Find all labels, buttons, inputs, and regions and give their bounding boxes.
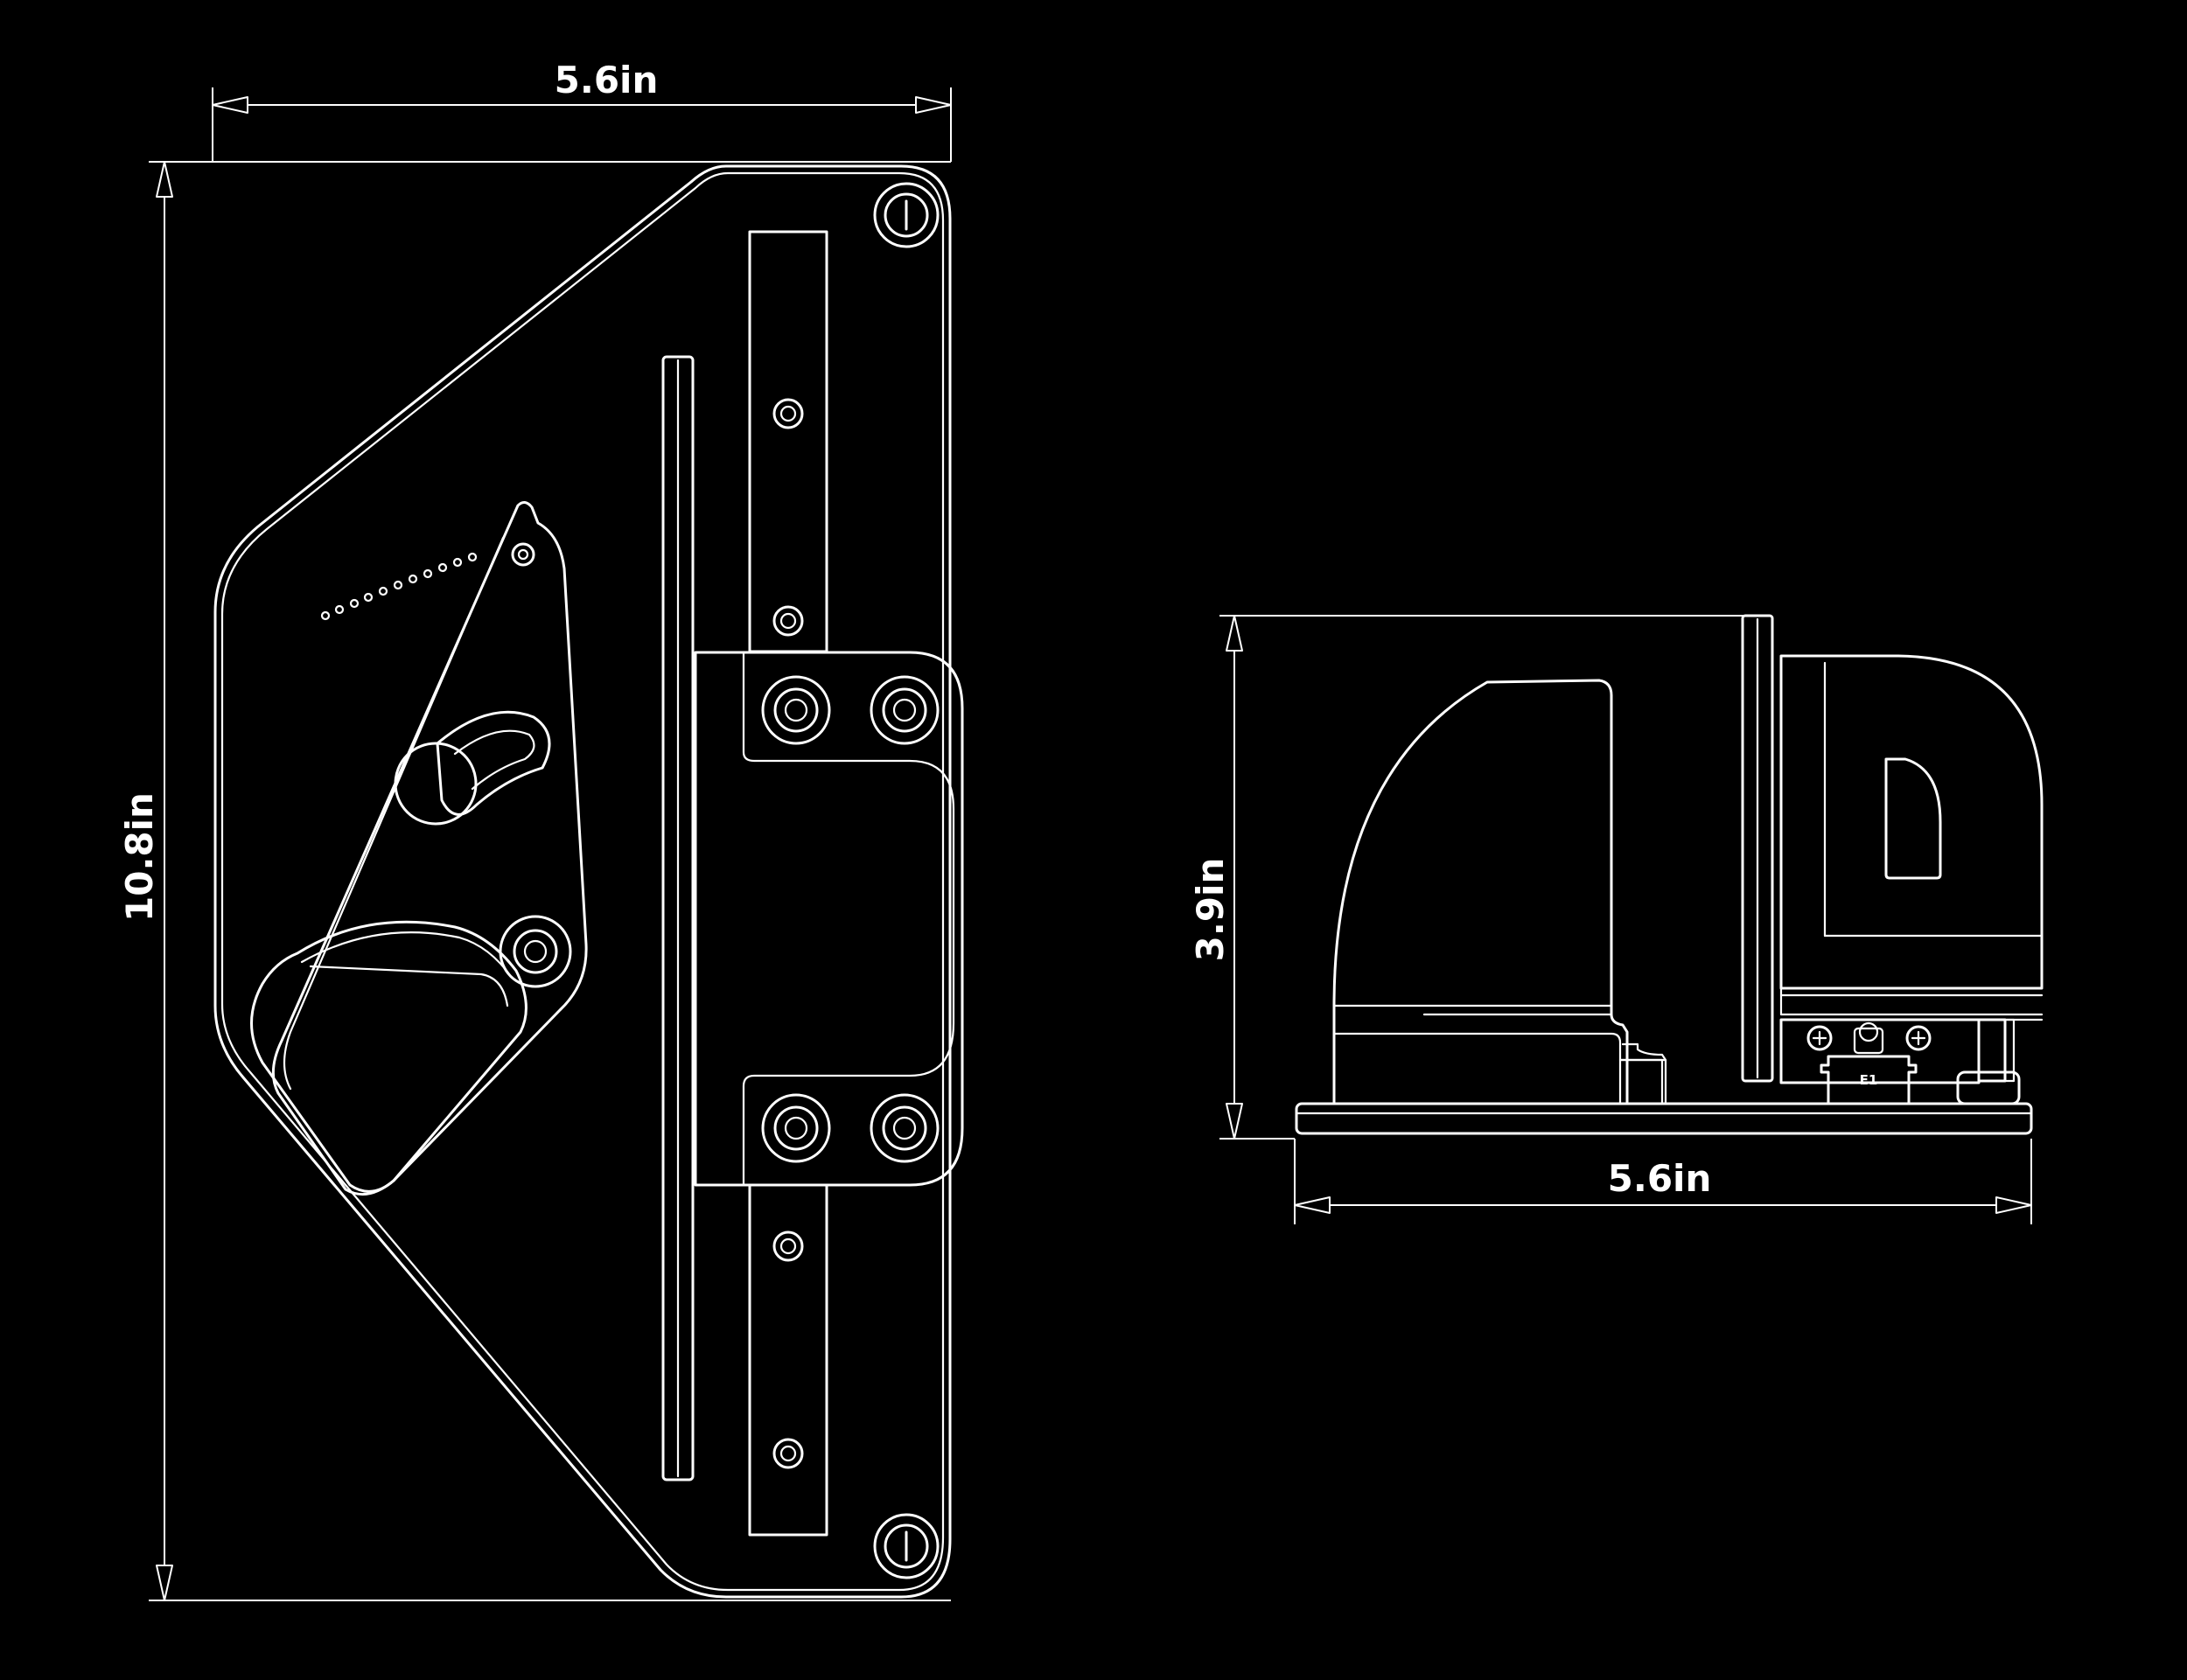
side-view-width-dimension: 5.6in <box>1294 1139 2032 1224</box>
angle-scale-dots <box>320 552 478 621</box>
rail-hole-4-icon <box>772 1438 804 1469</box>
corner-screw-top-icon <box>873 182 940 248</box>
adjustment-slot <box>436 710 551 816</box>
blade-cutter <box>250 920 528 1193</box>
d-shaped-slot <box>1884 757 1942 880</box>
rail-hole-2-icon <box>772 605 804 637</box>
adjustment-knob[interactable] <box>394 742 478 826</box>
side-view: 3.9in 5.6in <box>1189 614 2044 1224</box>
rail-hole-3-icon <box>772 1230 804 1262</box>
clamp-carriage-outline <box>694 651 964 1187</box>
fence-strip <box>661 355 695 1481</box>
top-view-height-dimension: 10.8in <box>118 161 951 1601</box>
base-plate-outline <box>213 164 952 1599</box>
side-view-height-label: 3.9in <box>1189 858 1232 962</box>
clamp-bolt-3-icon <box>761 1093 831 1163</box>
rail-hole-1-icon <box>772 398 804 429</box>
clamp-bolt-1-icon <box>761 675 831 745</box>
clamp-bolt-4-icon <box>870 1093 940 1163</box>
lower-rail <box>748 1183 828 1537</box>
top-view-width-label: 5.6in <box>555 59 659 101</box>
side-view-height-dimension: 3.9in <box>1189 615 1758 1140</box>
clamp-bolt-2-icon <box>870 675 940 745</box>
mech-screw-right-icon <box>1905 1025 1932 1051</box>
blade-housing-outline <box>271 501 588 1196</box>
blade-housing-inner <box>283 536 505 1091</box>
side-base-plate <box>1295 1102 2033 1135</box>
mech-center-hole-icon <box>1853 1021 1884 1055</box>
top-view-width-dimension: 5.6in <box>212 59 952 162</box>
dome-housing <box>1332 679 1629 1105</box>
e1-tag-label: E1 <box>1860 1072 1878 1088</box>
clamp-carriage-inner <box>742 651 955 1187</box>
pivot-hole-icon <box>511 542 535 567</box>
e1-tag: E1 <box>1820 1055 1918 1105</box>
right-housing <box>1779 654 2044 990</box>
top-view: 5.6in 10.8in <box>118 59 964 1601</box>
right-foot <box>1956 1070 2021 1105</box>
base-plate-inner-outline <box>220 171 945 1592</box>
top-view-height-label: 10.8in <box>118 792 161 922</box>
upper-rail <box>748 230 828 653</box>
side-view-width-label: 5.6in <box>1608 1157 1712 1200</box>
side-fence <box>1741 614 1774 1083</box>
mech-screw-left-icon <box>1806 1025 1833 1051</box>
corner-screw-bottom-icon <box>873 1513 940 1579</box>
